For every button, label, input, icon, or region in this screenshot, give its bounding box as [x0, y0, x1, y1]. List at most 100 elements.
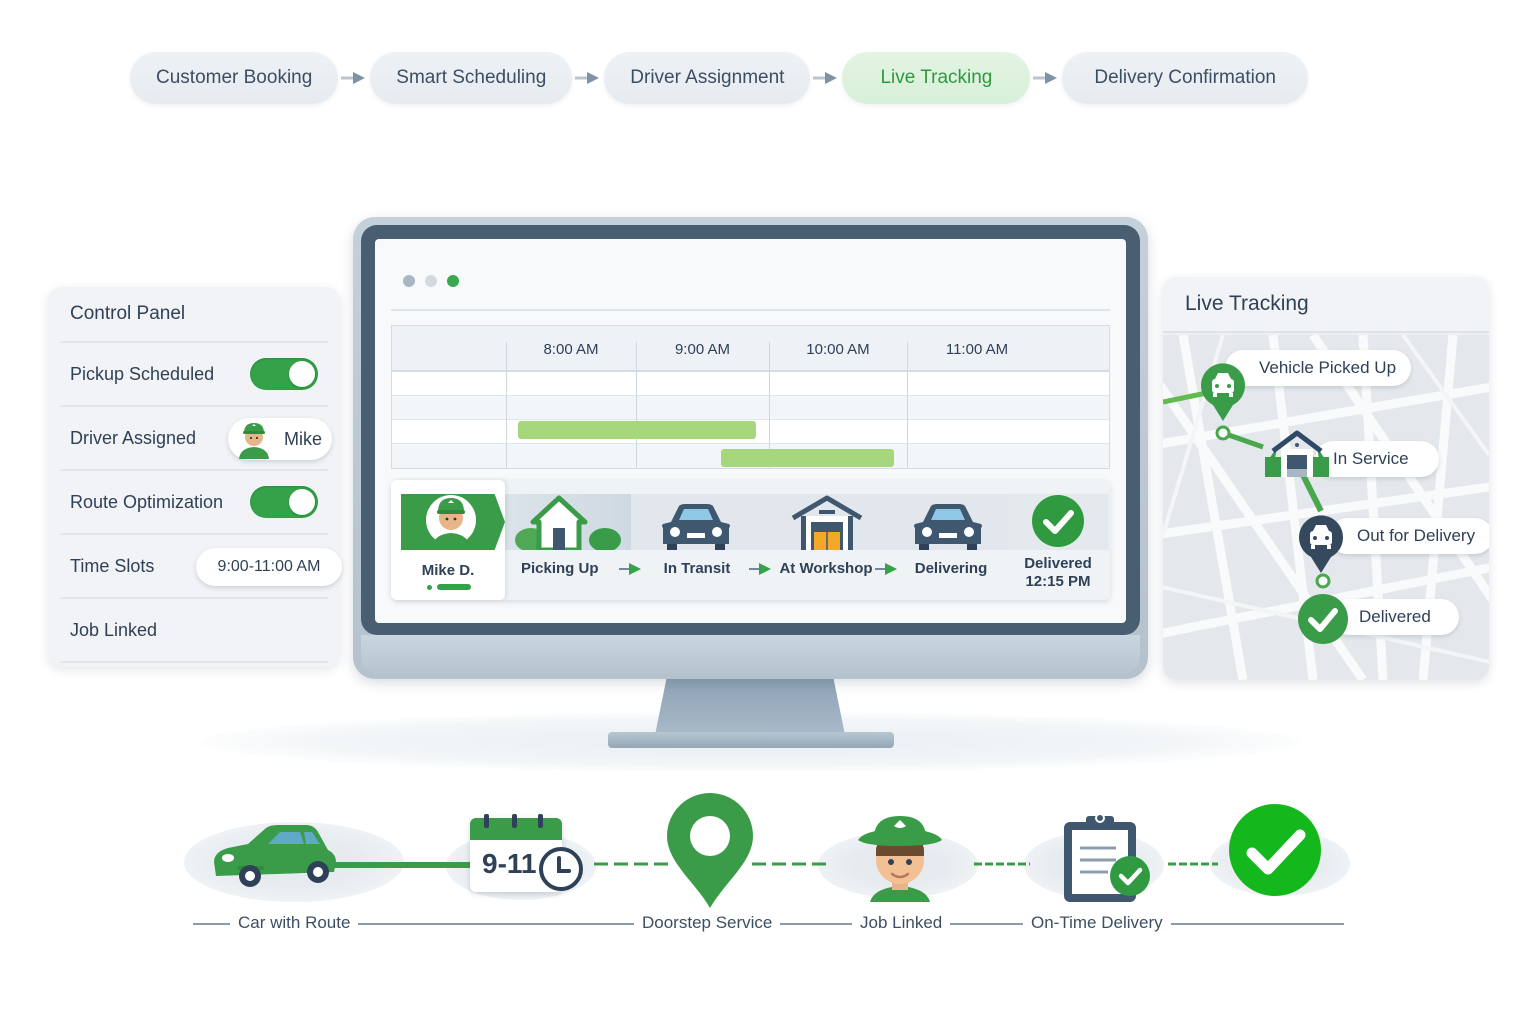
live-tracking-title: Live Tracking	[1163, 277, 1489, 333]
row-driver-assigned: Driver Assigned Mike	[60, 407, 332, 471]
car-icon	[662, 504, 730, 550]
check-circle-icon	[1032, 495, 1084, 547]
stage-delivering[interactable]: Delivering	[889, 480, 1007, 600]
row-route-optimization: Route Optimization	[60, 471, 328, 535]
pickup-scheduled-toggle[interactable]	[250, 358, 318, 390]
calendar-text: 9-11	[482, 848, 537, 879]
house-icon	[515, 495, 621, 550]
garage-icon	[1265, 430, 1329, 477]
window-dot-maximize[interactable]	[447, 275, 459, 287]
row-label: Job Linked	[70, 619, 158, 640]
stage-label: Picking Up	[521, 560, 599, 577]
arrow-right-icon	[619, 563, 641, 575]
row-label: Time Slots	[70, 555, 155, 576]
car-icon[interactable]	[208, 822, 338, 888]
flow-step-delivery-confirmation[interactable]: Delivery Confirmation	[1062, 52, 1309, 104]
schedule-row	[392, 372, 1109, 396]
caption-car-with-route: Car with Route	[230, 913, 359, 933]
flow-step-driver-assignment[interactable]: Driver Assignment	[604, 52, 811, 104]
stage-label: In Transit	[663, 560, 731, 577]
stop-vehicle-picked-up-label[interactable]: Vehicle Picked Up	[1225, 350, 1411, 386]
stage-at-workshop[interactable]: At Workshop	[763, 480, 889, 600]
stage-picking-up[interactable]: Picking Up	[505, 480, 631, 600]
live-tracking-panel: Live Tracking	[1163, 277, 1489, 680]
arrow-right-icon	[810, 71, 842, 85]
stop-delivered-label[interactable]: Delivered	[1331, 599, 1459, 635]
schedule-header: 8:00 AM 9:00 AM 10:00 AM 11:00 AM	[392, 326, 1109, 372]
toggle-knob	[289, 361, 315, 387]
flow-step-label: Driver Assignment	[630, 67, 785, 88]
car-pin-icon	[1299, 515, 1343, 573]
flow-step-live-tracking[interactable]: Live Tracking	[842, 52, 1031, 104]
driver-card[interactable]: Mike D.	[391, 480, 505, 600]
clipboard-check-icon[interactable]	[1060, 812, 1156, 902]
process-flow: Customer Booking Smart Scheduling Driver…	[130, 52, 1309, 104]
column-header: 9:00 AM	[674, 340, 731, 358]
arrow-right-icon	[1030, 71, 1062, 85]
window-controls	[403, 275, 459, 287]
window-dot-minimize[interactable]	[425, 275, 437, 287]
driver-chip[interactable]: Mike	[228, 418, 332, 460]
car-pin-icon	[1201, 363, 1245, 421]
stage-label: At Workshop	[779, 560, 873, 577]
schedule-bar-pickup[interactable]	[518, 421, 756, 439]
arrow-right-icon	[338, 71, 370, 85]
row-job-linked[interactable]: Job Linked	[60, 599, 328, 663]
stage-label: Delivering	[914, 560, 988, 577]
route-optimization-toggle[interactable]	[250, 486, 318, 518]
stop-in-service-label[interactable]: In Service	[1315, 441, 1439, 477]
check-circle-icon	[1298, 594, 1348, 644]
row-label: Route Optimization	[70, 491, 224, 512]
schedule-grid: 8:00 AM 9:00 AM 10:00 AM 11:00 AM	[391, 325, 1110, 469]
delivered-time: 12:15 PM	[1025, 573, 1091, 590]
driver-avatar-icon[interactable]	[854, 812, 946, 902]
window-dot-close[interactable]	[403, 275, 415, 287]
row-label: Pickup Scheduled	[70, 363, 215, 384]
row-time-slots: Time Slots 9:00-11:00 AM	[60, 535, 342, 599]
monitor: 8:00 AM 9:00 AM 10:00 AM 11:00 AM	[353, 217, 1148, 679]
time-slot-chip[interactable]: 9:00-11:00 AM	[196, 548, 342, 586]
flow-step-label: Smart Scheduling	[396, 67, 547, 88]
monitor-stand-neck	[655, 679, 845, 735]
check-circle-icon[interactable]	[1228, 803, 1322, 897]
flow-step-smart-scheduling[interactable]: Smart Scheduling	[370, 52, 573, 104]
arrow-right-icon	[572, 71, 604, 85]
column-header: 10:00 AM	[806, 340, 870, 358]
location-pin-icon[interactable]	[665, 792, 755, 910]
caption-on-time-delivery: On-Time Delivery	[1023, 913, 1171, 933]
calendar-rings	[484, 814, 543, 828]
flow-step-label: Delivery Confirmation	[1094, 67, 1277, 88]
driver-avatar-icon	[239, 423, 269, 459]
schedule-row	[392, 420, 1109, 444]
toggle-knob	[289, 489, 315, 515]
status-strip: Mike D. Picking Up	[391, 480, 1110, 600]
stage-in-transit[interactable]: In Transit	[631, 480, 763, 600]
grid-line	[769, 342, 770, 468]
route-line-dashed	[594, 862, 1218, 866]
row-label: Driver Assigned	[70, 427, 197, 448]
driver-name: Mike D.	[421, 562, 475, 579]
monitor-bezel: 8:00 AM 9:00 AM 10:00 AM 11:00 AM	[361, 225, 1140, 635]
grid-line	[907, 342, 908, 468]
divider	[391, 309, 1110, 311]
row-pickup-scheduled: Pickup Scheduled	[60, 343, 328, 407]
monitor-chin	[361, 635, 1140, 673]
delivered-label: Delivered	[1024, 555, 1092, 572]
driver-chip-name: Mike	[284, 428, 323, 449]
flow-step-label: Customer Booking	[156, 67, 313, 88]
monitor-stand-base	[608, 732, 894, 748]
flow-step-label: Live Tracking	[880, 67, 993, 88]
car-icon	[914, 504, 982, 550]
caption-doorstep-service: Doorstep Service	[634, 913, 781, 933]
arrow-right-icon	[749, 563, 771, 575]
status-progress	[437, 584, 471, 590]
schedule-row	[392, 396, 1109, 420]
stage-label: Delivered 12:15 PM	[1007, 555, 1109, 591]
map[interactable]: Vehicle Picked Up In Service Out for Del…	[1163, 335, 1489, 680]
driver-avatar-icon	[426, 495, 476, 550]
stage-delivered[interactable]: Delivered 12:15 PM	[1007, 480, 1109, 600]
garage-icon	[791, 495, 863, 550]
flow-step-customer-booking[interactable]: Customer Booking	[130, 52, 339, 104]
schedule-bar-delivery[interactable]	[721, 449, 894, 467]
stop-out-for-delivery-label[interactable]: Out for Delivery	[1329, 518, 1489, 554]
